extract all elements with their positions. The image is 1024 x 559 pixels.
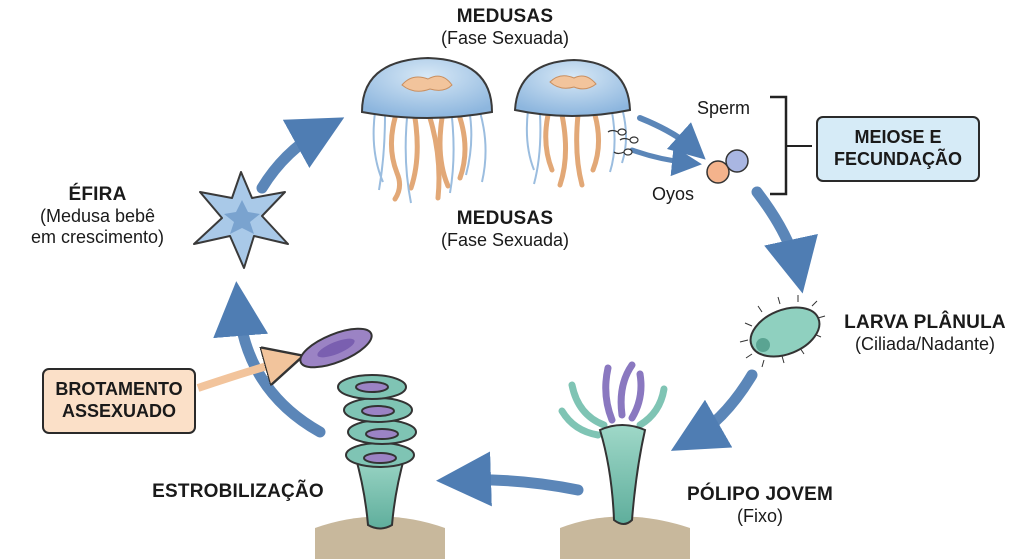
sperm-icon	[607, 128, 639, 156]
efira-label: ÉFIRA (Medusa bebê em crescimento)	[5, 184, 190, 247]
arrow-efira-to-medusa	[256, 117, 345, 194]
sperm-label: Sperm	[697, 98, 751, 118]
brotamento-line2: ASSEXUADO	[61, 401, 177, 421]
meiose-line2: FECUNDAÇÃO	[834, 149, 962, 169]
arrow-larva-to-polyp	[670, 369, 758, 451]
efira-title: ÉFIRA	[68, 184, 127, 205]
larva-planula-icon	[739, 295, 826, 368]
arrow-medusa-to-gametes	[637, 115, 706, 160]
arrow-zygote-to-larva	[751, 186, 818, 294]
polyp-icon	[558, 361, 690, 559]
eggs-label: Oyos	[652, 184, 695, 204]
polipo-label: PÓLIPO JOVEM (Fixo)	[665, 484, 855, 527]
medusas-top-title: MEDUSAS	[456, 6, 554, 27]
medusas-top-label: MEDUSAS (Fase Sexuada)	[410, 6, 600, 49]
arrow-polyp-to-strobila	[436, 451, 584, 507]
efira-line1: (Medusa bebê	[39, 205, 156, 226]
medusa-icon	[513, 58, 632, 188]
arrow-medusa-to-gametes-2	[629, 146, 702, 177]
brotamento-line1: BROTAMENTO	[55, 379, 183, 400]
efira-icon	[193, 171, 289, 269]
medusas-bottom-subtitle: (Fase Sexuada)	[440, 229, 570, 250]
egg-icon	[706, 149, 749, 184]
medusas-top-subtitle: (Fase Sexuada)	[440, 27, 570, 48]
medusa-icon	[360, 56, 494, 204]
estrobilizacao-title: ESTROBILIZAÇÃO	[152, 481, 324, 502]
medusas-bottom-label: MEDUSAS (Fase Sexuada)	[410, 208, 600, 251]
larva-subtitle: (Ciliada/Nadante)	[854, 333, 996, 354]
larva-label: LARVA PLÂNULA (Ciliada/Nadante)	[830, 312, 1020, 355]
medusas-bottom-title: MEDUSAS	[456, 208, 554, 229]
meiose-line1: MEIOSE E	[854, 127, 942, 148]
polipo-title: PÓLIPO JOVEM	[687, 484, 833, 505]
arrow-brotamento	[196, 360, 288, 392]
gametes-bracket	[770, 95, 788, 196]
larva-title: LARVA PLÂNULA	[844, 312, 1006, 333]
estrobilizacao-label: ESTROBILIZAÇÃO	[138, 481, 338, 503]
strobila-icon	[299, 327, 445, 559]
polipo-subtitle: (Fixo)	[737, 505, 783, 526]
brotamento-callout: BROTAMENTO ASSEXUADO	[42, 368, 196, 434]
efira-line2: em crescimento)	[30, 226, 165, 247]
meiose-callout: MEIOSE E FECUNDAÇÃO	[816, 116, 980, 182]
